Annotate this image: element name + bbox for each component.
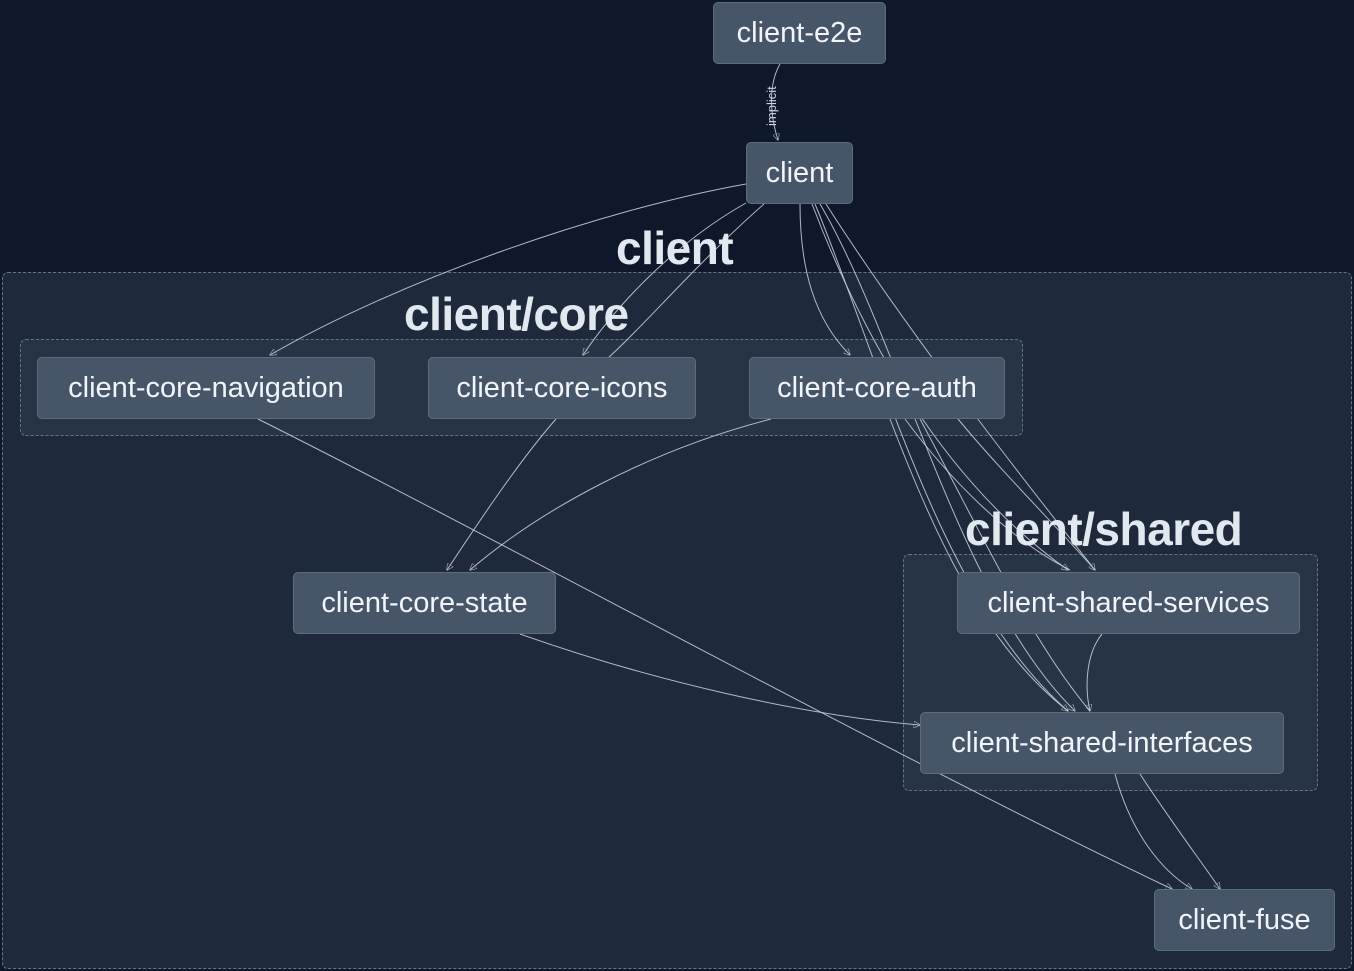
node-client-core-icons[interactable]: client-core-icons [428,357,696,419]
group-label-client: client [616,222,734,274]
group-label-client-shared: client/shared [965,503,1243,555]
node-client-core-navigation[interactable]: client-core-navigation [37,357,375,419]
edge-client-e2e-to-client [771,63,781,140]
edge-label-implicit: implicit [764,86,779,126]
node-client-core-state[interactable]: client-core-state [293,572,556,634]
group-label-client-core: client/core [404,288,629,340]
node-client-fuse[interactable]: client-fuse [1154,889,1335,951]
node-client-shared-services[interactable]: client-shared-services [957,572,1300,634]
node-client-shared-interfaces[interactable]: client-shared-interfaces [920,712,1284,774]
node-client-core-auth[interactable]: client-core-auth [749,357,1005,419]
node-client[interactable]: client [746,142,853,204]
node-client-e2e[interactable]: client-e2e [713,2,886,64]
